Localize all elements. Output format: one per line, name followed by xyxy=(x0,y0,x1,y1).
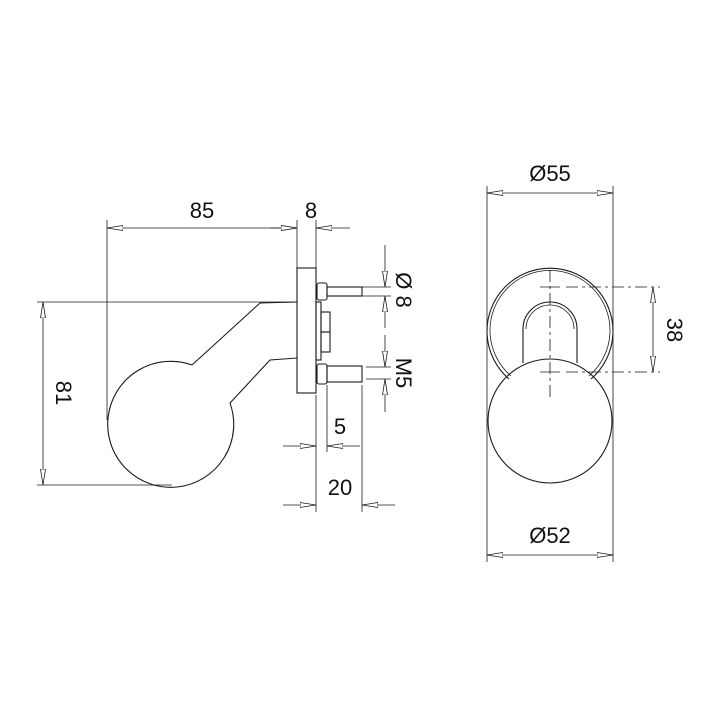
knob-face xyxy=(487,358,613,484)
dim-knob-diameter-label: Ø52 xyxy=(529,523,571,548)
nut-upper xyxy=(320,311,331,333)
rosette-boss xyxy=(315,301,322,361)
dim-8-label: 8 xyxy=(305,198,317,223)
pin-upper xyxy=(316,282,363,301)
front-view: Ø55 Ø52 38 xyxy=(486,161,687,562)
dim-pin-diameter-label: Ø 8 xyxy=(391,272,416,307)
dim-85: 85 xyxy=(107,198,297,228)
nut-lower xyxy=(320,331,331,353)
dim-38: 38 xyxy=(653,287,687,372)
dim-knob-diameter: Ø52 xyxy=(487,523,613,555)
dim-81: 81 xyxy=(43,302,76,485)
pin-lower xyxy=(316,363,363,385)
dim-rosette-diameter: Ø55 xyxy=(487,161,613,193)
rosette-outer xyxy=(486,267,614,380)
dim-20-label: 20 xyxy=(328,475,352,500)
dim-rosette-diameter-label: Ø55 xyxy=(529,161,571,186)
knob-outline xyxy=(107,301,298,488)
side-view: 85 8 81 Ø 8 M5 5 20 xyxy=(37,198,416,512)
dim-5-label: 5 xyxy=(334,414,346,439)
rosette-plate xyxy=(296,267,317,394)
dim-85-label: 85 xyxy=(190,198,214,223)
dim-thread: M5 xyxy=(385,335,416,412)
dim-38-label: 38 xyxy=(662,318,687,342)
dim-pin-diameter: Ø 8 xyxy=(385,245,416,328)
dim-20: 20 xyxy=(283,475,395,505)
dim-thread-label: M5 xyxy=(391,358,416,389)
dim-81-label: 81 xyxy=(51,381,76,405)
dim-8: 8 xyxy=(270,198,350,228)
dim-5: 5 xyxy=(283,414,360,446)
